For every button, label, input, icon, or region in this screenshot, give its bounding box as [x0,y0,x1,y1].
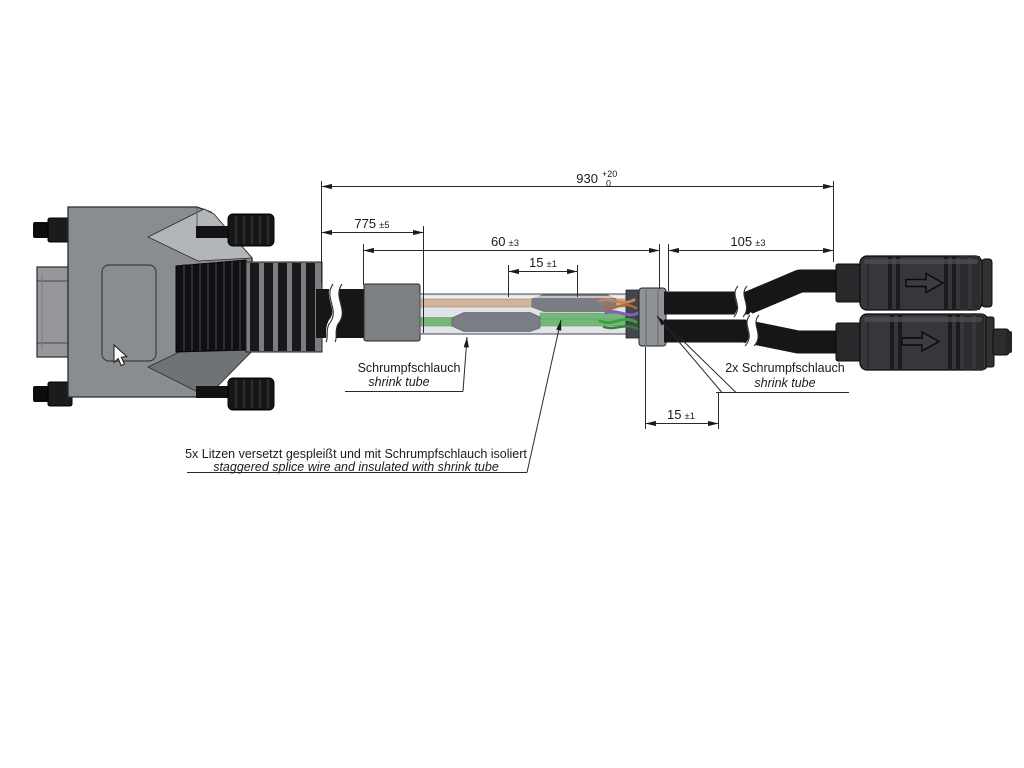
callout-splice-note-en: staggered splice wire and insulated with… [213,460,499,474]
branch-cable-upper [664,269,842,315]
callout-shrink-tube-en: shrink tube [368,375,429,389]
thumbscrew-bottom-right [196,377,275,411]
cable-gland [245,261,323,353]
direction-arrow-icon [901,330,941,353]
callout-shrink-tube-2x-en: shrink tube [754,376,815,390]
dim-overall-value: 930 [576,171,598,186]
callout-splice-note: 5x Litzen versetzt gespleißt und mit Sch… [185,319,562,474]
cable-break-symbol [325,280,343,345]
callout-shrink-tube-2x: 2x Schrumpfschlauch shrink tube [656,315,849,393]
dim-105: 105±3 [730,234,765,249]
dim-15-bottom: 15±1 [667,407,695,422]
callout-splice-note-de: 5x Litzen versetzt gespleißt und mit Sch… [185,447,527,461]
junction-wires [598,298,640,331]
callouts: Schrumpfschlauch shrink tube 2x Schrumpf… [185,315,849,474]
y-junction [598,287,667,347]
clear-shrink-tube-assembly [419,293,629,335]
thumbscrew-top-left [33,217,73,243]
dim-60: 60±3 [491,234,519,249]
dsub-connector [33,206,323,411]
round-connector-upper [835,255,993,311]
branch-cables [664,269,842,354]
thumbscrew-bottom-left [33,381,73,407]
splice-sleeve-bottom [451,312,541,332]
dim-775: 775±5 [354,216,389,231]
dim-15-top: 15±1 [529,255,557,270]
dsub-funnel [175,259,247,353]
thumbscrew-top-right [196,213,275,247]
shrink-sleeve-gray [363,283,421,342]
branch-cable-lower [664,319,842,354]
mouse-cursor-icon [113,343,128,367]
round-connector-lower [835,313,1012,371]
cable-break-upper [733,282,748,320]
callout-shrink-tube-2x-de: 2x Schrumpfschlauch [725,361,845,375]
direction-arrow-icon [905,272,945,294]
dimensions: 930 +20 0 775±5 60±3 15±1 105±3 15±1 [321,169,834,429]
callout-shrink-tube-de: Schrumpfschlauch [358,361,461,375]
dim-overall-tol-lower: 0 [606,179,611,189]
housing-face-panel [101,264,157,362]
callout-shrink-tube: Schrumpfschlauch shrink tube [345,336,469,392]
dsub-flange [36,266,70,358]
dim-overall-tol-upper: +20 [602,169,617,179]
main-cable [316,280,421,345]
cable-break-lower [744,311,760,350]
junction-collar [638,287,667,347]
